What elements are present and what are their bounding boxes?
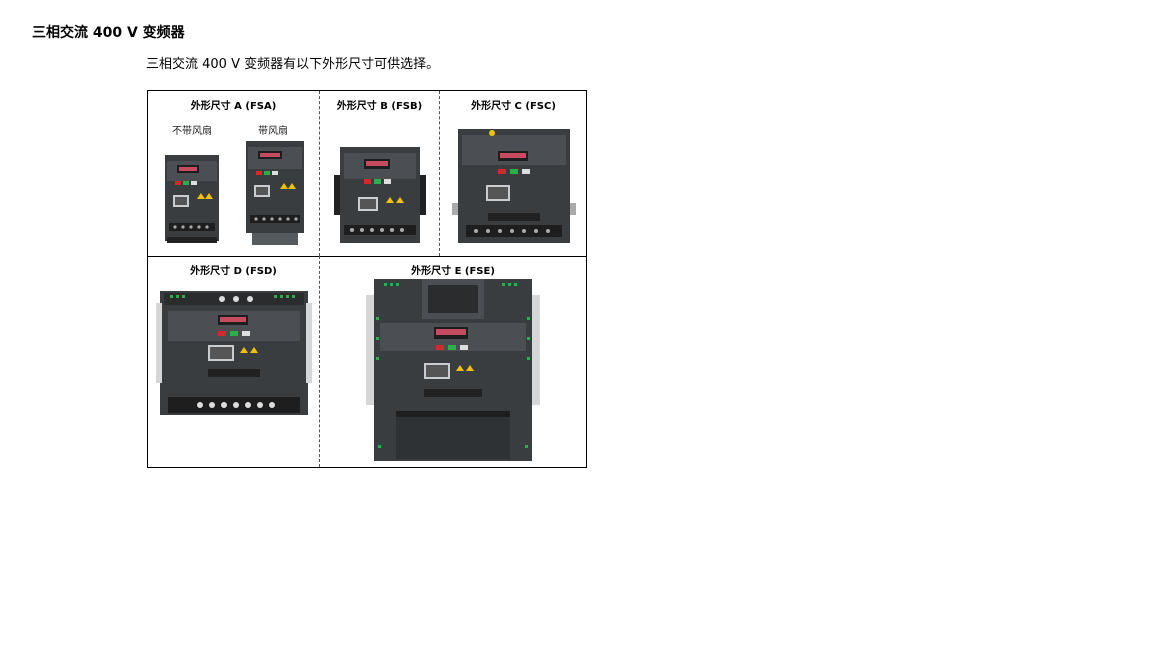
- inverter-fsa-fan-image: [246, 141, 304, 245]
- cell-fsb: 外形尺寸 B (FSB): [320, 91, 439, 256]
- cell-fse: 外形尺寸 E (FSE): [320, 257, 586, 467]
- label-fsb: 外形尺寸 B (FSB): [336, 101, 423, 112]
- divider-d-e: [319, 256, 320, 467]
- cell-fsa: 外形尺寸 A (FSA) 不带风扇 带风扇: [148, 91, 319, 256]
- label-fsa-fan: 带风扇: [258, 126, 288, 137]
- inverter-fsa-no-fan-image: [165, 155, 219, 243]
- frame-size-table: 外形尺寸 A (FSA) 不带风扇 带风扇: [147, 90, 587, 468]
- label-fse: 外形尺寸 E (FSE): [411, 266, 495, 277]
- page-heading: 三相交流 400 V 变频器: [32, 25, 185, 41]
- inverter-fsd-image: [156, 291, 312, 415]
- divider-a-b: [319, 91, 320, 256]
- intro-text: 三相交流 400 V 变频器有以下外形尺寸可供选择。: [146, 57, 440, 72]
- label-fsa: 外形尺寸 A (FSA): [190, 101, 277, 112]
- cell-fsd: 外形尺寸 D (FSD): [148, 257, 319, 467]
- inverter-fsb-image: [334, 147, 426, 243]
- row-divider: [148, 256, 586, 257]
- label-fsd: 外形尺寸 D (FSD): [190, 266, 277, 277]
- label-fsc: 外形尺寸 C (FSC): [471, 101, 556, 112]
- inverter-fsc-image: [452, 129, 576, 243]
- divider-b-c: [439, 91, 440, 256]
- inverter-fse-image: [366, 279, 540, 461]
- cell-fsc: 外形尺寸 C (FSC): [440, 91, 587, 256]
- label-fsa-no-fan: 不带风扇: [172, 126, 212, 137]
